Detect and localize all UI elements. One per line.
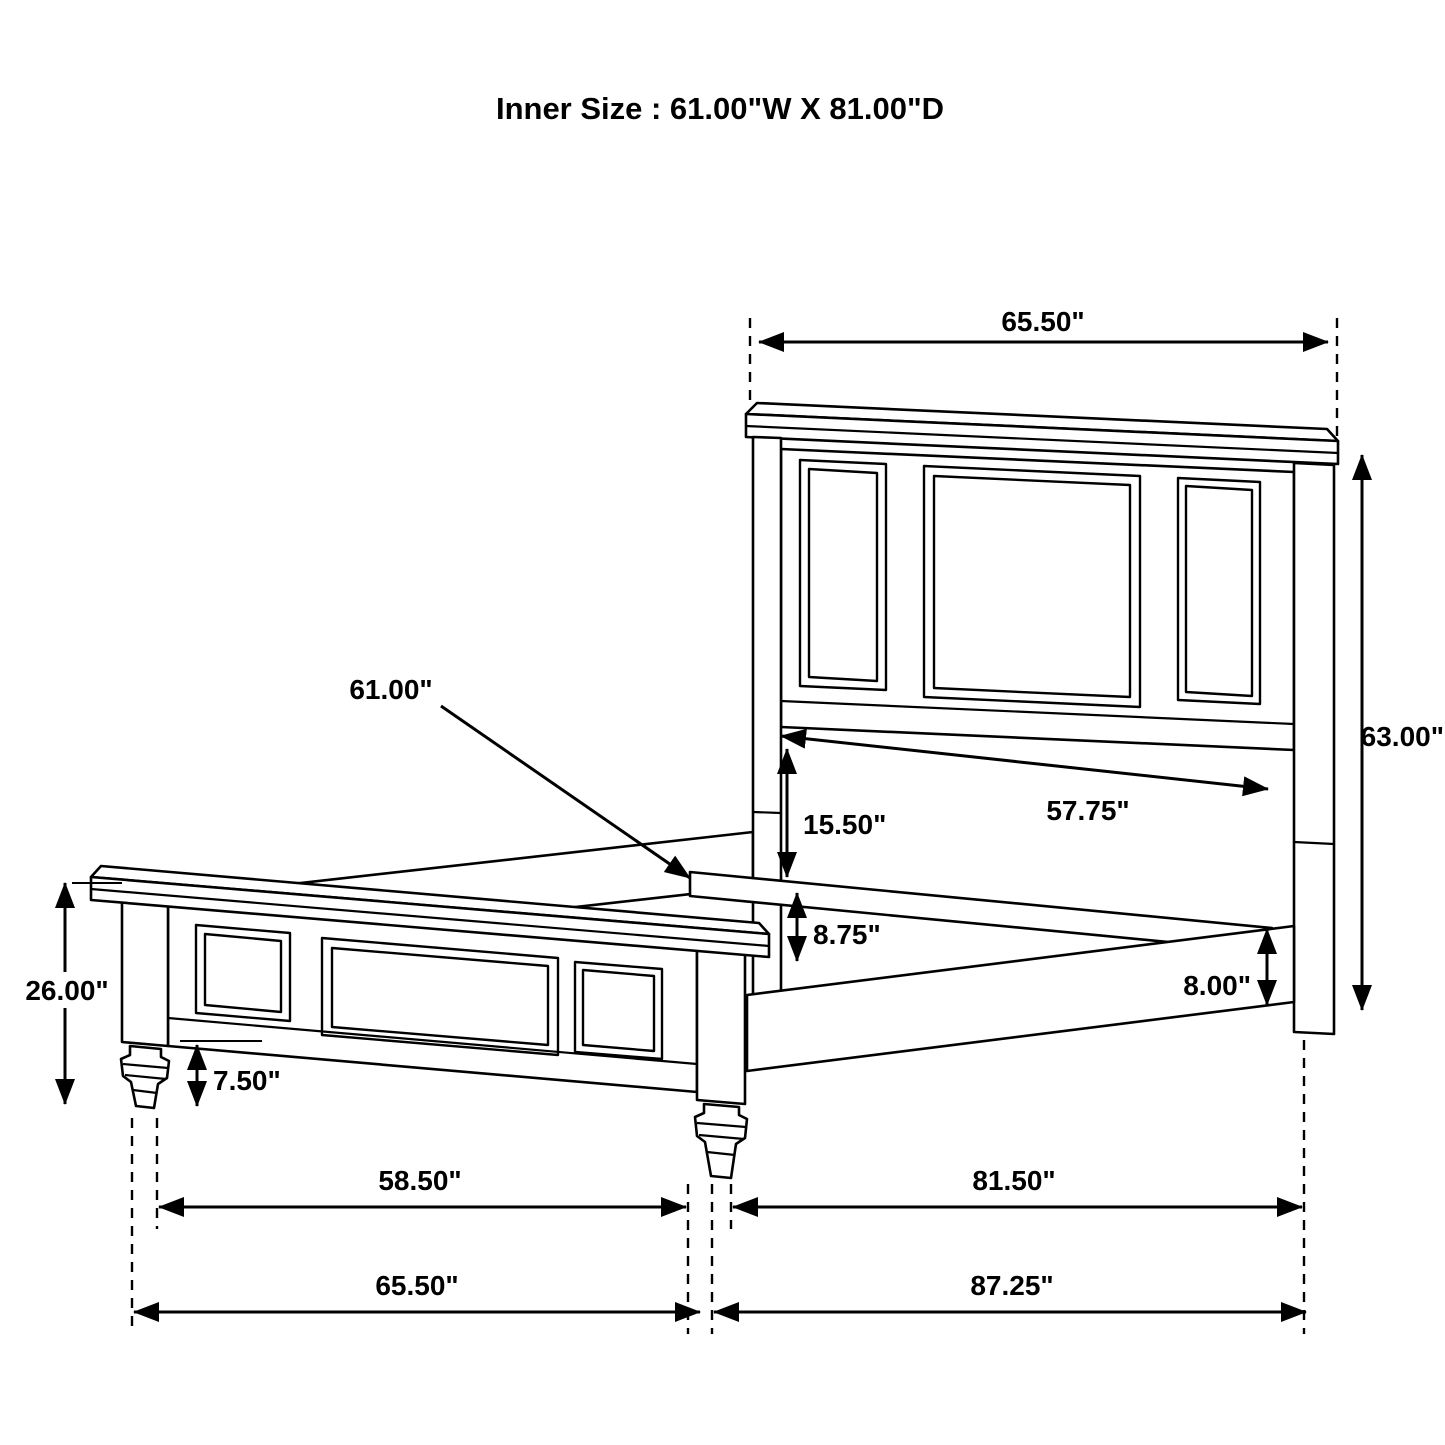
bed-drawing (89, 401, 1340, 1180)
dimension-annotations: 65.50" 63.00" 61.00" 57.75" 15.50" 8.75"… (14, 306, 1444, 1334)
footboard-right-turned-foot (693, 1102, 749, 1180)
headboard-center-panel-inner (932, 474, 1132, 699)
footboard-left-panel-outer (194, 923, 292, 1023)
headboard-right-panel-inner (1184, 484, 1254, 698)
dim-arrow-headboard-inner-width (780, 728, 1269, 797)
dim-label-headboard-inner-width: 57.75" (1046, 795, 1129, 826)
diagram-title: Inner Size : 61.00"W X 81.00"D (496, 91, 944, 126)
footboard-right-panel-inner (581, 968, 656, 1053)
label-background (14, 972, 120, 1008)
dim-label-footboard-leg-height: 7.50" (213, 1065, 281, 1096)
dim-label-slat-width: 61.00" (349, 674, 432, 705)
footboard-right-post (695, 947, 747, 1106)
dim-label-side-rail-length: 81.50" (972, 1165, 1055, 1196)
footboard-left-post (120, 897, 170, 1048)
footboard-bottom-rail-line (167, 1016, 698, 1066)
right-foot-ring-line (698, 1133, 745, 1141)
footboard-center-panel-inner (330, 946, 550, 1047)
dim-label-headboard-width: 65.50" (1001, 306, 1084, 337)
dim-label-footboard-width: 65.50" (375, 1270, 458, 1301)
footboard-left-panel-inner (203, 932, 283, 1014)
headboard-right-post (1292, 461, 1336, 1036)
dim-label-headboard-height: 63.00" (1361, 721, 1444, 752)
headboard-right-panel-outer (1176, 476, 1262, 706)
leader-arrow-slat-width (440, 704, 691, 880)
right-foot-ring-line (696, 1121, 747, 1129)
headboard-left-post-joint (752, 810, 782, 815)
headboard-left-panel-inner (807, 467, 879, 683)
dim-label-side-rail-height: 8.00" (1183, 970, 1251, 1001)
headboard-crown-molding-line (745, 424, 1339, 455)
dim-label-footboard-inner-width: 58.50" (378, 1165, 461, 1196)
headboard-left-panel-outer (798, 458, 888, 692)
near-side-rail (745, 924, 1296, 1073)
headboard-center-panel-outer (922, 464, 1142, 709)
dim-label-slat-support-height: 8.75" (813, 919, 881, 950)
footboard-cap-molding-line (90, 887, 770, 948)
footboard-right-panel-outer (573, 960, 664, 1061)
dim-label-footboard-height: 26.00" (25, 975, 108, 1006)
headboard-bottom-rail-line (780, 699, 1295, 726)
right-foot-ring-line (706, 1150, 736, 1157)
dim-label-overall-length: 87.25" (970, 1270, 1053, 1301)
left-foot-ring-line (132, 1088, 158, 1095)
headboard-right-post-joint (1293, 840, 1335, 846)
dim-label-headboard-bottom-to-slat: 15.50" (803, 809, 886, 840)
left-foot-ring-line (124, 1073, 167, 1081)
left-foot-ring-line (122, 1062, 169, 1070)
footboard-center-panel-outer (320, 936, 560, 1057)
footboard (89, 864, 771, 1180)
headboard (744, 401, 1340, 1036)
